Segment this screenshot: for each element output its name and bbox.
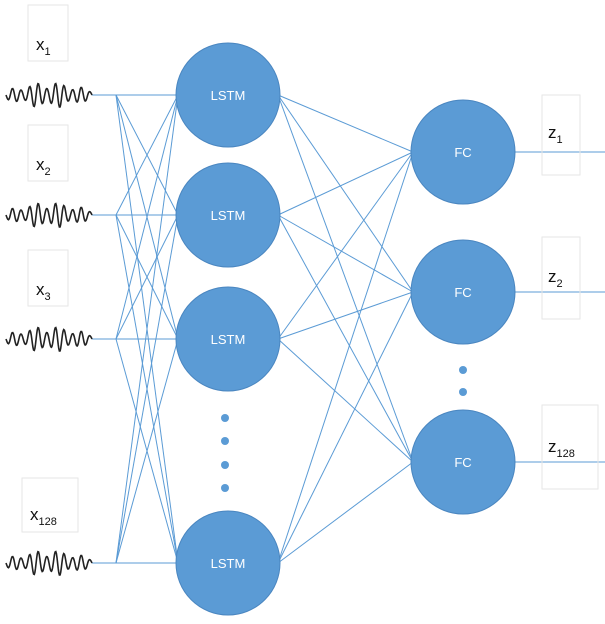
lstm-to-fc-line	[277, 151, 414, 340]
ellipsis-dot	[221, 484, 229, 492]
input-to-lstm-line	[115, 94, 179, 564]
input-signal-waveform	[5, 82, 93, 108]
fc-node-circle	[410, 239, 516, 345]
input-label: x1	[36, 35, 51, 58]
lstm-to-fc-line	[277, 338, 414, 463]
lstm-to-fc-line	[277, 94, 414, 293]
lstm-node: LSTM	[175, 510, 281, 616]
lstm-to-fc-line	[277, 461, 414, 564]
output-label: z2	[548, 267, 563, 290]
input-label-box	[27, 4, 69, 62]
ellipsis-dot	[221, 461, 229, 469]
lstm-to-fc-line	[277, 291, 414, 564]
input-signal-waveform	[5, 202, 93, 228]
input-to-lstm-line	[115, 214, 179, 340]
lstm-node: LSTM	[175, 162, 281, 268]
output-label: z1	[548, 123, 563, 146]
ellipsis-dot	[459, 388, 467, 396]
output-label-box	[541, 404, 599, 490]
output-label-box	[541, 94, 581, 176]
lstm-node-circle	[175, 42, 281, 148]
input-to-lstm-line	[115, 94, 179, 216]
fc-node: FC	[410, 409, 516, 515]
input-label-box	[21, 477, 79, 533]
label-boxes	[21, 4, 599, 533]
fc-node-label: FC	[454, 455, 471, 470]
input-label: x3	[36, 280, 51, 303]
ellipsis-dot	[221, 414, 229, 422]
lstm-node-circle	[175, 510, 281, 616]
lstm-node-circle	[175, 286, 281, 392]
fc-node-circle	[410, 409, 516, 515]
lstm-to-fc-line	[277, 214, 414, 463]
lstm-node-label: LSTM	[211, 208, 246, 223]
fc-node: FC	[410, 99, 516, 205]
fc-node: FC	[410, 239, 516, 345]
input-signals	[5, 82, 93, 576]
lstm-node-label: LSTM	[211, 332, 246, 347]
output-label: z128	[548, 437, 575, 460]
input-label-box	[27, 249, 69, 307]
input-to-lstm-line	[115, 338, 179, 564]
ellipsis-dot	[459, 366, 467, 374]
lstm-node-circle	[175, 162, 281, 268]
output-label-box	[541, 236, 581, 320]
lstm-node: LSTM	[175, 42, 281, 148]
ellipsis-dots	[221, 366, 467, 492]
input-label-box	[27, 124, 69, 182]
input-label: x2	[36, 155, 51, 178]
fc-node-label: FC	[454, 285, 471, 300]
fc-node-circle	[410, 99, 516, 205]
input-to-lstm-line	[115, 214, 179, 564]
lstm-to-fc-line	[277, 151, 414, 564]
ellipsis-dot	[221, 437, 229, 445]
lstm-to-fc-line	[277, 94, 414, 153]
lstm-to-fc-line	[277, 151, 414, 216]
input-signal-waveform	[5, 550, 93, 576]
input-signal-waveform	[5, 326, 93, 352]
input-label: x128	[30, 505, 57, 528]
connection-lines	[92, 94, 605, 564]
lstm-to-fc-line	[277, 214, 414, 293]
lstm-to-fc-line	[277, 94, 414, 463]
input-to-lstm-line	[115, 94, 179, 340]
lstm-node-label: LSTM	[211, 556, 246, 571]
lstm-to-fc-line	[277, 291, 414, 340]
lstm-node-label: LSTM	[211, 88, 246, 103]
fc-node-label: FC	[454, 145, 471, 160]
lstm-node: LSTM	[175, 286, 281, 392]
